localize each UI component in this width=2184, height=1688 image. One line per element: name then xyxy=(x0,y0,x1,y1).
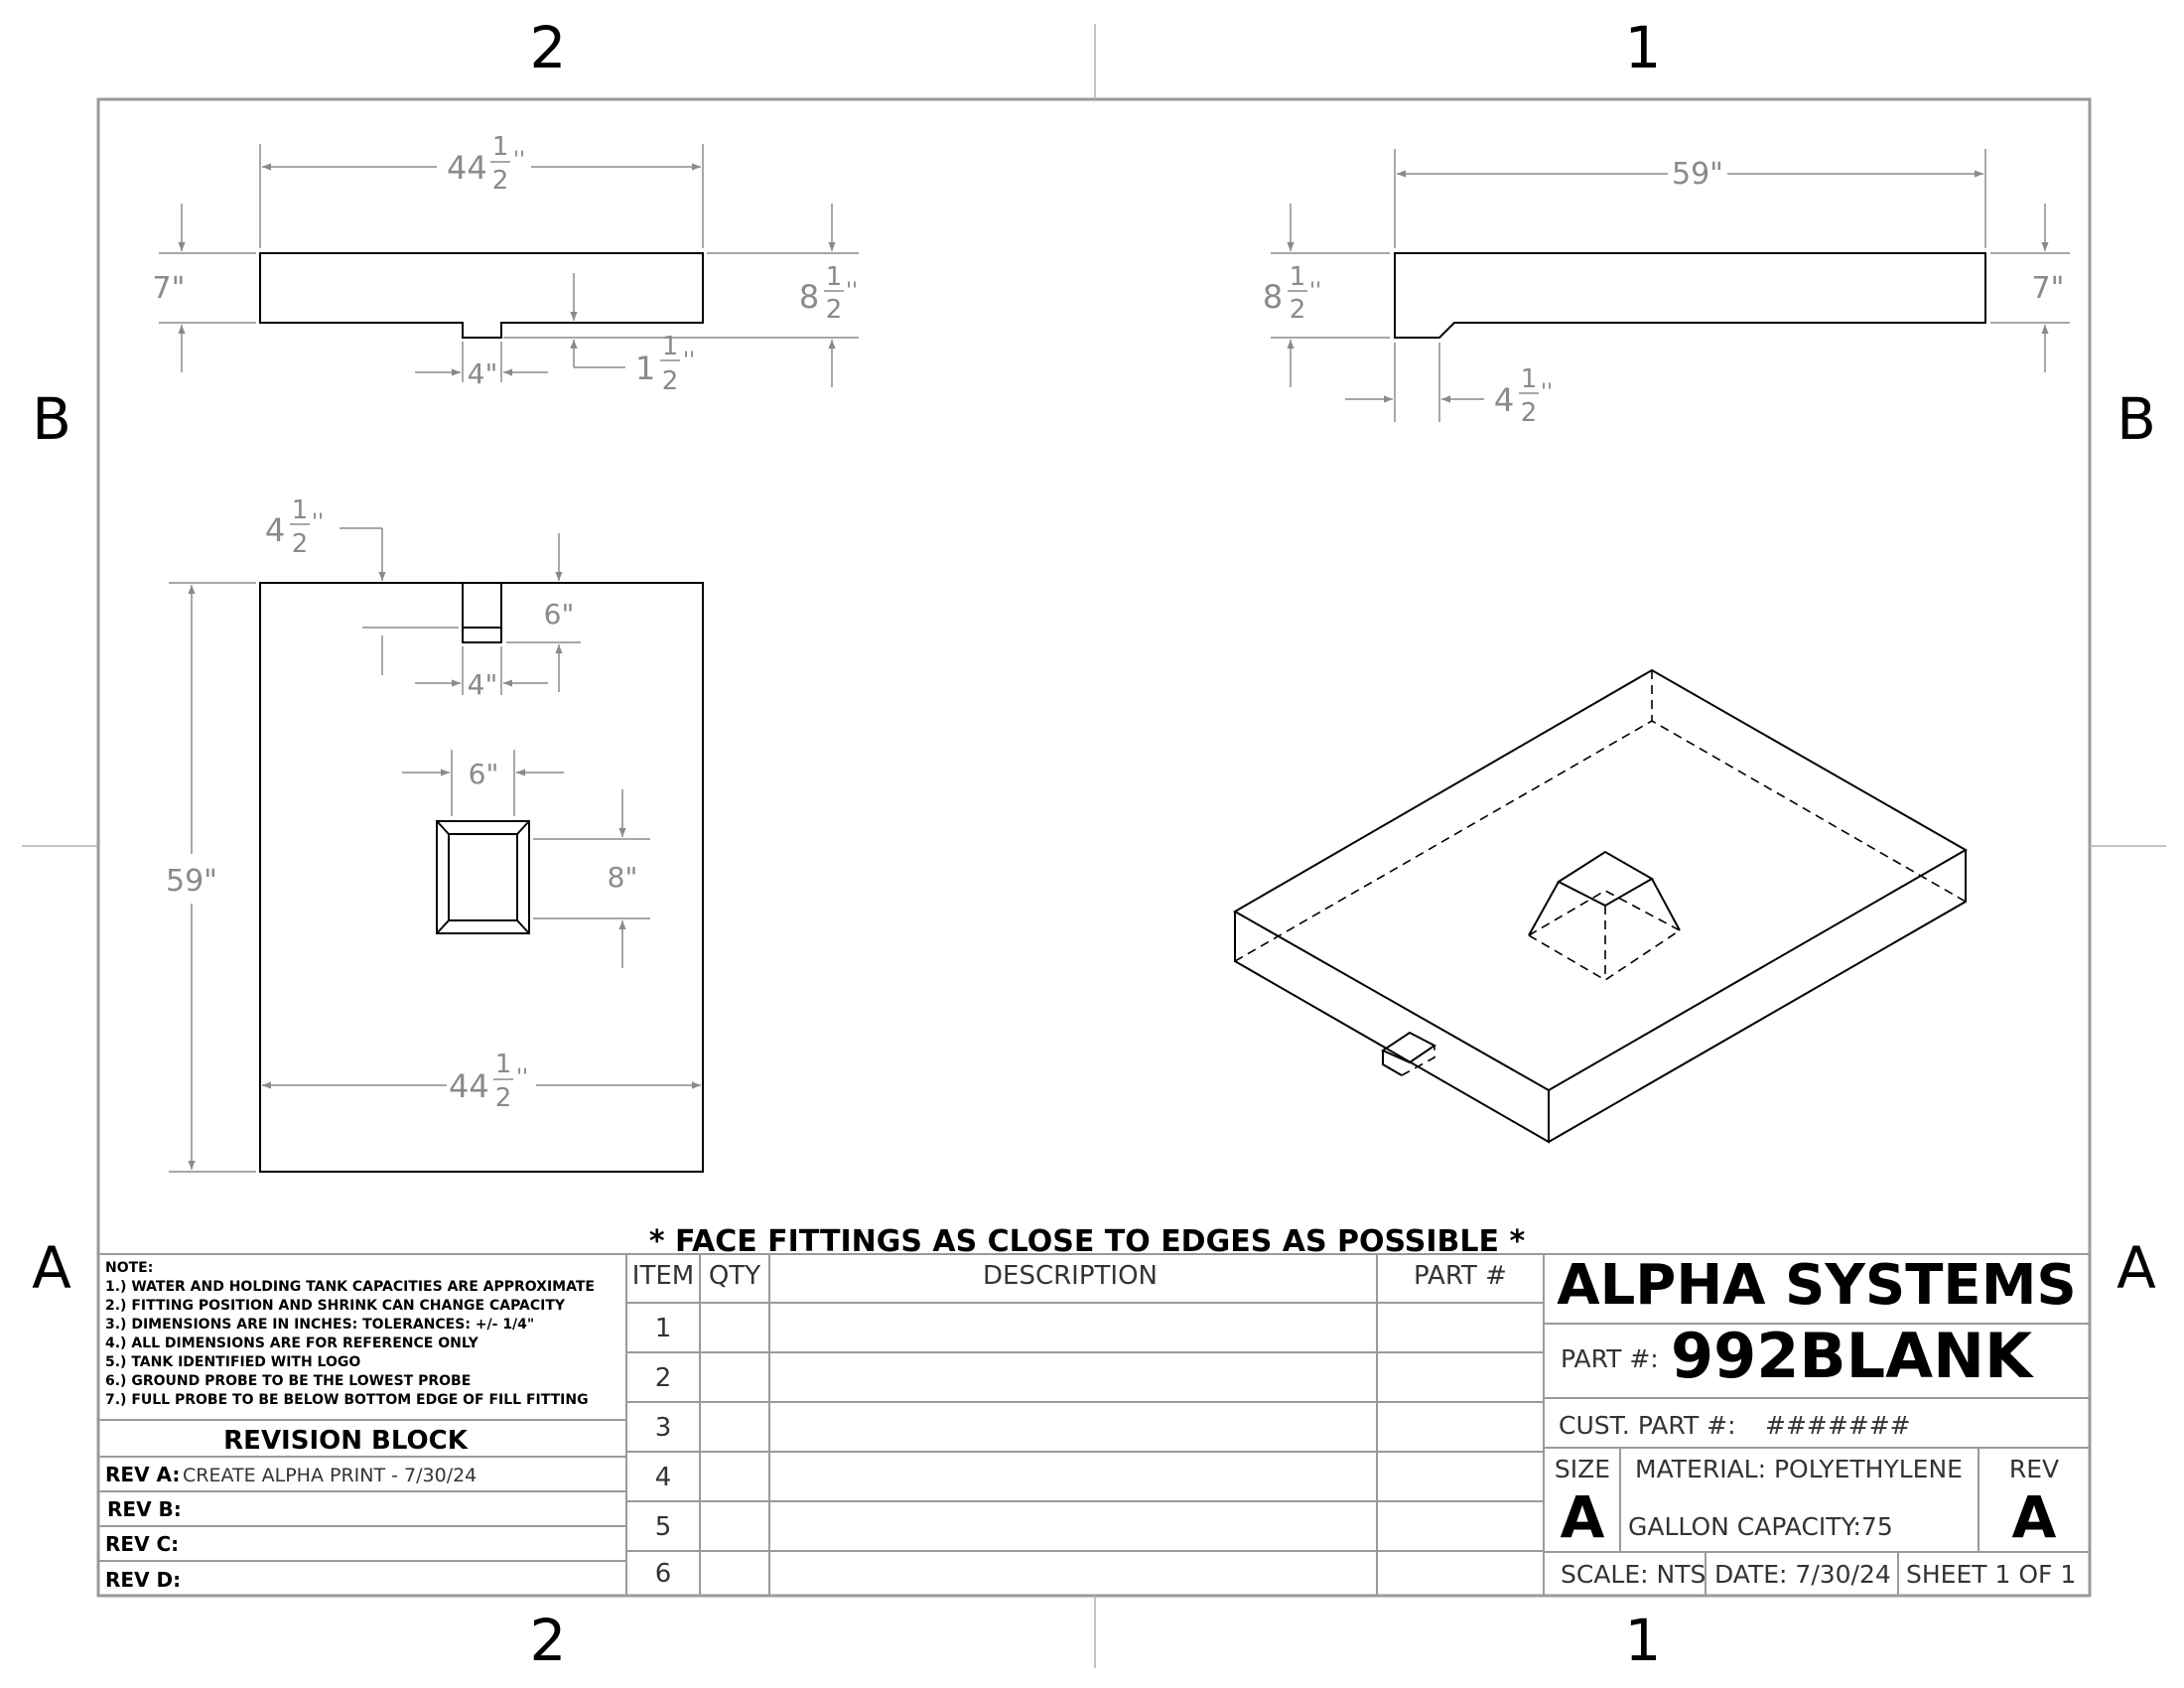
front-notch-height-dim: 1 xyxy=(635,350,655,387)
zone-right-b: B xyxy=(2116,385,2156,453)
top-notch-depth-dim: 6" xyxy=(544,598,575,631)
size-value: A xyxy=(1561,1483,1605,1551)
material-label: MATERIAL: POLYETHYLENE xyxy=(1635,1455,1963,1483)
bom-item-number: 2 xyxy=(655,1363,672,1393)
bom-header-qty: QTY xyxy=(709,1261,760,1291)
notes-block: NOTE: 1.) WATER AND HOLDING TANK CAPACIT… xyxy=(105,1260,595,1408)
svg-text:'': '' xyxy=(846,279,858,304)
svg-text:2: 2 xyxy=(826,295,843,325)
front-right-height-dim: 8 xyxy=(799,278,819,316)
svg-text:'': '' xyxy=(312,510,324,535)
bom-header-item: ITEM xyxy=(632,1261,694,1291)
svg-text:1: 1 xyxy=(1521,364,1538,394)
side-bottom-dim: 4 xyxy=(1494,381,1514,419)
svg-text:2: 2 xyxy=(495,1083,512,1113)
side-length-dim: 59" xyxy=(1672,157,1723,192)
title-block: ALPHA SYSTEMS PART #: 992BLANK CUST. PAR… xyxy=(1544,1253,2090,1596)
note-line: 4.) ALL DIMENSIONS ARE FOR REFERENCE ONL… xyxy=(105,1336,479,1351)
zone-bottom-2: 2 xyxy=(530,1607,567,1674)
svg-text:1: 1 xyxy=(495,1050,512,1079)
revision-block: REVISION BLOCK REV A: CREATE ALPHA PRINT… xyxy=(98,1253,2090,1592)
rev-a-label: REV A: xyxy=(105,1463,180,1486)
drawing-border xyxy=(96,97,2092,1598)
svg-text:2: 2 xyxy=(492,166,509,196)
company-name: ALPHA SYSTEMS xyxy=(1557,1253,2077,1318)
front-width-dim: 44 xyxy=(447,149,487,187)
notes-heading: NOTE: xyxy=(105,1260,153,1276)
svg-text:'': '' xyxy=(1541,380,1553,405)
svg-text:2: 2 xyxy=(1521,398,1538,428)
rev-a-text: CREATE ALPHA PRINT - 7/30/24 xyxy=(183,1465,477,1486)
front-notch-width-dim: 4" xyxy=(468,357,498,390)
note-line: 1.) WATER AND HOLDING TANK CAPACITIES AR… xyxy=(105,1279,595,1295)
bom-item-number: 3 xyxy=(655,1413,672,1443)
front-left-height-dim: 7" xyxy=(153,271,186,306)
part-number: 992BLANK xyxy=(1671,1320,2034,1392)
bom-table: ITEM QTY DESCRIPTION PART # 1 2 3 4 5 6 xyxy=(625,1254,1545,1596)
zone-top-2: 2 xyxy=(530,14,567,81)
date-label: DATE: 7/30/24 xyxy=(1714,1560,1891,1589)
zone-top-1: 1 xyxy=(1625,14,1662,81)
cust-part-label: CUST. PART #: xyxy=(1559,1411,1736,1440)
side-view: 59" 8 1 2 '' 7" 4 1 2 '' xyxy=(1263,149,2070,428)
svg-text:1: 1 xyxy=(492,132,509,162)
svg-text:'': '' xyxy=(1309,279,1321,304)
side-right-height-dim: 7" xyxy=(2032,271,2065,306)
top-fitting-height-dim: 8" xyxy=(608,861,638,894)
svg-text:'': '' xyxy=(683,349,695,373)
note-line: 3.) DIMENSIONS ARE IN INCHES: TOLERANCES… xyxy=(105,1317,534,1333)
note-line: 5.) TANK IDENTIFIED WITH LOGO xyxy=(105,1354,360,1370)
svg-text:2: 2 xyxy=(662,366,679,396)
revision-block-title: REVISION BLOCK xyxy=(223,1426,469,1456)
zone-bottom-1: 1 xyxy=(1625,1607,1662,1674)
svg-text:2: 2 xyxy=(292,529,309,559)
gallon-capacity: GALLON CAPACITY:75 xyxy=(1628,1512,1893,1541)
zone-left-b: B xyxy=(32,385,71,453)
top-fitting-width-dim: 6" xyxy=(469,758,499,790)
size-label: SIZE xyxy=(1555,1455,1610,1483)
svg-text:'': '' xyxy=(516,1065,528,1090)
isometric-view xyxy=(1232,668,1969,1144)
svg-text:1: 1 xyxy=(662,332,679,361)
note-line: 6.) GROUND PROBE TO BE THE LOWEST PROBE xyxy=(105,1373,471,1389)
scale-label: SCALE: NTS xyxy=(1561,1560,1706,1589)
svg-text:1: 1 xyxy=(292,495,309,525)
bom-header-part: PART # xyxy=(1414,1261,1507,1291)
rev-label: REV xyxy=(2009,1455,2059,1483)
zone-right-a: A xyxy=(2116,1234,2156,1302)
part-number-label: PART #: xyxy=(1561,1344,1659,1373)
top-length-dim: 59" xyxy=(166,864,217,899)
bom-item-number: 5 xyxy=(655,1512,672,1542)
rev-b-label: REV B: xyxy=(107,1497,182,1521)
top-notch-offset-dim: 4 xyxy=(265,511,285,549)
zone-left-a: A xyxy=(32,1234,71,1302)
svg-text:2: 2 xyxy=(1290,295,1306,325)
rev-value: A xyxy=(2012,1483,2057,1551)
bom-item-number: 1 xyxy=(655,1314,672,1343)
svg-text:'': '' xyxy=(513,148,525,173)
bom-item-number: 4 xyxy=(655,1463,672,1492)
sheet-label: SHEET 1 OF 1 xyxy=(1906,1560,2076,1589)
top-width-dim: 44 xyxy=(449,1067,489,1105)
rev-c-label: REV C: xyxy=(105,1532,179,1556)
svg-text:1: 1 xyxy=(1290,262,1306,292)
note-line: 2.) FITTING POSITION AND SHRINK CAN CHAN… xyxy=(105,1298,566,1314)
note-line: 7.) FULL PROBE TO BE BELOW BOTTOM EDGE O… xyxy=(105,1392,589,1408)
rev-d-label: REV D: xyxy=(105,1568,181,1592)
top-notch-width-dim: 4" xyxy=(468,668,498,701)
front-view: 44 1 2 '' 7" 8 1 2 '' 4" 1 1 2 '' xyxy=(153,132,859,396)
cust-part-value: ####### xyxy=(1765,1411,1911,1440)
svg-text:1: 1 xyxy=(826,262,843,292)
bom-item-number: 6 xyxy=(655,1559,672,1589)
top-view: 4 1 2 '' 6" 4" 6" 8" 59" 44 1 2 '' xyxy=(166,495,704,1173)
bom-header-description: DESCRIPTION xyxy=(983,1261,1158,1291)
side-left-height-dim: 8 xyxy=(1263,278,1283,316)
